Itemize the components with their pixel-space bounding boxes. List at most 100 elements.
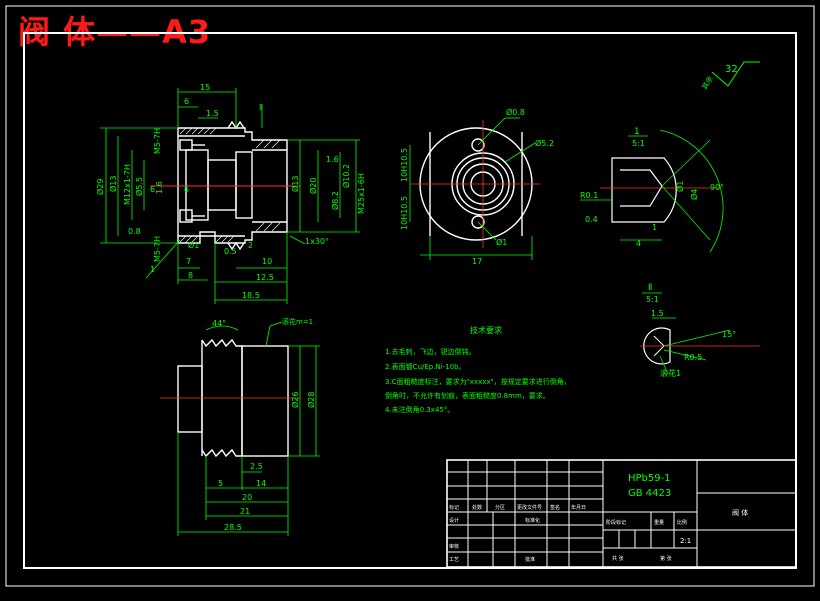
dim-right-phi8-2: Ø8.2: [330, 191, 340, 210]
section-hatching: [179, 127, 281, 243]
drawing-stroke: [185, 127, 193, 135]
detail1-label-num: 1: [634, 127, 640, 137]
drawing-stroke: [203, 127, 211, 135]
dim-right-phi13: Ø13: [290, 176, 300, 192]
tb-standard: GB 4423: [628, 488, 671, 499]
roughness-note: 其余: [700, 74, 715, 91]
main-vertical-dimension-texts: Ø29 Ø13 M12x1-7H Ø5.5 1.6 M5-7H M5-7H 0.…: [95, 128, 366, 262]
main-section-view: [177, 120, 288, 251]
drawing-stroke: [271, 139, 281, 149]
drawing-stroke: [179, 139, 193, 151]
tb-scale: 2:1: [680, 537, 691, 545]
drawing-stroke: [179, 235, 187, 243]
detail1-phi1: Ø1: [675, 181, 685, 192]
side-dim-left-b: 10H10.5: [400, 196, 409, 230]
drawing-stroke: [255, 222, 265, 232]
dim-phi13: Ø13: [108, 176, 118, 192]
knurl-dim-5: 5: [218, 479, 223, 488]
detail2-dim-1-5: 1.5: [651, 309, 664, 318]
detail1-phi4: Ø4: [689, 189, 699, 200]
tb-label-zone: 分区: [495, 504, 505, 511]
tb-label-sign: 签名: [550, 504, 560, 511]
drawing-stroke: [263, 139, 273, 149]
side-dimension-lines: [409, 117, 536, 260]
drawing-stroke: [227, 235, 235, 243]
dim-inner-6b: 6: [184, 185, 189, 194]
drawing-stroke: [241, 345, 289, 457]
roughness-symbol: 32 其余: [700, 61, 760, 91]
drawing-stroke: [504, 142, 536, 163]
dim-right-phi10-2: Ø10.2: [341, 164, 351, 188]
drawing-stroke: [265, 325, 271, 347]
knurl-dim-2-5: 2.5: [250, 462, 263, 471]
dim-phi29: Ø29: [95, 179, 105, 195]
detail1-dim-4: 4: [636, 239, 641, 248]
dim-m12: M12x1-7H: [123, 164, 132, 205]
dim-6: 6: [184, 97, 189, 106]
dim-18-5: 18.5: [242, 291, 260, 300]
drawing-stroke: [145, 239, 181, 279]
chamfer-1x30: 1x30°: [305, 237, 329, 246]
tb-label-mark: 标记: [449, 504, 459, 511]
tech-line-4: 倒角时，不允许有划痕，表面粗糙度0.8mm，要求。: [385, 391, 550, 400]
side-dim-left-a: 10H10.5: [400, 148, 409, 182]
drawing-stroke: [711, 61, 760, 87]
dim-12-5: 12.5: [256, 273, 274, 282]
drawing-stroke: [269, 321, 283, 327]
outer-frame: [5, 5, 815, 587]
drawing-stroke: [197, 127, 205, 135]
drawing-stroke: [205, 325, 239, 331]
tech-requirements: 技术要求 1.去毛刺，飞边，锐边倒钝。 2.表面镀Cu/Ep.Ni-10b。 3…: [385, 325, 571, 414]
side-phi5-2: Ø5.2: [535, 138, 554, 148]
tech-line-3: 3.C面粗糙度标注，要求为"xxxxx"，按规定要求进行倒角，: [385, 377, 571, 386]
tb-label-review: 审核: [449, 543, 459, 550]
tb-label-count: 处数: [472, 504, 482, 511]
drawing-stroke: [215, 235, 223, 243]
side-dimension-texts: Ø0.8 Ø5.2 Ø1 10H10.5 10H10.5 17: [400, 107, 554, 266]
dim-1-5: 1.5: [206, 109, 219, 118]
tech-line-1: 1.去毛刺，飞边，锐边倒钝。: [385, 347, 476, 356]
side-phi1: Ø1: [496, 237, 507, 247]
dim-inner-6: 6: [150, 185, 155, 194]
drawing-stroke: [191, 235, 199, 243]
knurl-dim-14: 14: [256, 479, 266, 488]
dim-inner-1-6: 1.6: [155, 181, 164, 194]
leader-1: 1: [150, 265, 155, 274]
drawing-border: [23, 32, 797, 569]
detail1-dim-0-4: 0.4: [585, 215, 598, 224]
drawing-stroke: 90° R0.1 0.4 Ø1 Ø4 4 1: [580, 181, 724, 248]
drawing-stroke: 标记 处数 分区 更改文件号 签名 年月日 设计 标准化 审核 工艺 批准 阶段…: [449, 504, 687, 563]
detail1-dim-1: 1: [652, 223, 657, 232]
tb-label-approve: 批准: [525, 556, 535, 563]
drawing-stroke: 1.5 15° R0.5 滚花1: [651, 309, 736, 378]
tech-line-5: 4.未注倒角0.3x45°。: [385, 405, 454, 414]
drawing-stroke: [477, 117, 506, 146]
detail1-angle: 90°: [710, 183, 724, 192]
dim-2: 2: [248, 241, 253, 250]
drawing-stroke: [177, 365, 203, 433]
tech-line-2: 2.表面镀Cu/Ep.Ni-10b。: [385, 362, 466, 371]
drawing-stroke: [659, 355, 669, 375]
dim-15: 15: [200, 83, 210, 92]
tb-label-standardize: 标准化: [525, 517, 540, 524]
dim-0-8: 0.8: [128, 227, 141, 236]
tb-label-stage: 阶段标记: [606, 519, 626, 526]
knurl-dim-21: 21: [240, 507, 250, 516]
drawing-stroke: [446, 459, 797, 568]
title-block-grid: [446, 459, 797, 568]
tech-heading: 技术要求: [470, 325, 502, 335]
knurl-phi28: Ø28: [306, 392, 316, 408]
dim-10: 10: [262, 257, 272, 266]
detail1-radius: R0.1: [580, 191, 598, 200]
knurl-angle: 44°: [212, 319, 226, 328]
dim-right-1-6: 1.6: [326, 155, 339, 164]
tb-label-design: 设计: [449, 517, 459, 524]
drawing-stroke: [207, 159, 237, 211]
drawing-stroke: [263, 222, 273, 232]
dim-8: 8: [188, 271, 193, 280]
knurl-dim-20: 20: [242, 493, 252, 502]
main-dimension-texts: 15 6 1.5 Ⅱ 6 6 Ø1 0.5 2 1.6 1x30° 7 8 10…: [150, 83, 339, 300]
drawing-stroke: [663, 349, 707, 361]
tb-label-process: 工艺: [449, 557, 459, 563]
